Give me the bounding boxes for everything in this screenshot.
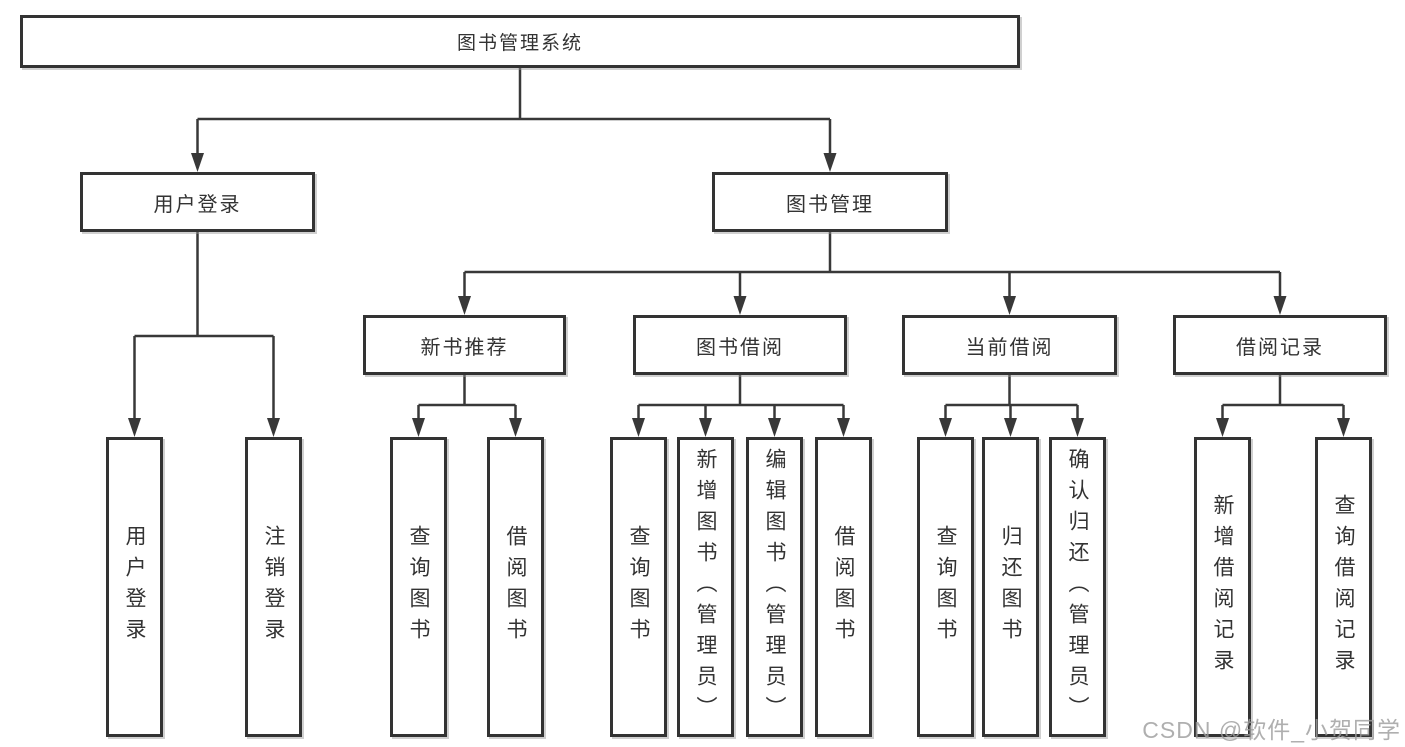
leaf-edit-book-admin: 编辑图书（管理员） — [746, 437, 803, 737]
connector-current-borrow-children — [939, 375, 1084, 437]
node-label: 借阅记录 — [1236, 336, 1324, 359]
node-library-system: 图书管理系统 — [20, 15, 1020, 68]
leaf-confirm-return-admin: 确认归还（管理员） — [1049, 437, 1106, 737]
leaf-logout: 注销登录 — [245, 437, 302, 737]
leaf-borrow-book: 借阅图书 — [815, 437, 872, 737]
node-label: 查询图书 — [934, 525, 957, 649]
node-label: 当前借阅 — [965, 336, 1054, 359]
node-label: 新书推荐 — [420, 336, 509, 359]
node-label: 新增借阅记录 — [1211, 494, 1234, 680]
leaf-query-borrow-record: 查询借阅记录 — [1315, 437, 1372, 737]
node-label: 用户登录 — [153, 193, 242, 216]
connector-book-borrow-children — [632, 375, 850, 437]
node-label: 新增图书（管理员） — [694, 447, 717, 727]
node-label: 查询图书 — [407, 525, 430, 649]
node-label: 图书管理系统 — [456, 33, 583, 54]
leaf-return-book: 归还图书 — [982, 437, 1039, 737]
node-new-book-recommendation: 新书推荐 — [363, 315, 566, 375]
node-book-borrowing: 图书借阅 — [633, 315, 847, 375]
connector-new-book-rec-children — [412, 375, 522, 437]
leaf-add-borrow-record: 新增借阅记录 — [1194, 437, 1251, 737]
node-label: 用户登录 — [123, 525, 146, 649]
leaf-query-book-rec: 查询图书 — [390, 437, 447, 737]
connector-root-to-level2 — [191, 68, 837, 172]
node-label: 编辑图书（管理员） — [763, 447, 786, 727]
leaf-user-login: 用户登录 — [106, 437, 163, 737]
node-label: 归还图书 — [999, 525, 1022, 649]
connector-book-mgmt-to-level3 — [458, 232, 1287, 315]
node-label: 注销登录 — [262, 525, 285, 649]
leaf-query-book-borrow: 查询图书 — [610, 437, 667, 737]
node-label: 借阅图书 — [832, 525, 855, 649]
leaf-borrow-book-rec: 借阅图书 — [487, 437, 544, 737]
node-label: 查询图书 — [627, 525, 650, 649]
node-book-management: 图书管理 — [712, 172, 948, 232]
node-current-borrowing: 当前借阅 — [902, 315, 1117, 375]
node-user-login: 用户登录 — [80, 172, 315, 232]
leaf-query-book-current: 查询图书 — [917, 437, 974, 737]
node-label: 图书借阅 — [696, 336, 784, 359]
node-label: 查询借阅记录 — [1332, 494, 1355, 680]
connector-borrow-records-children — [1216, 375, 1350, 437]
connector-user-login-children — [128, 232, 280, 437]
node-label: 借阅图书 — [504, 525, 527, 649]
leaf-add-book-admin: 新增图书（管理员） — [677, 437, 734, 737]
node-label: 确认归还（管理员） — [1066, 447, 1089, 727]
node-borrowing-records: 借阅记录 — [1173, 315, 1387, 375]
node-label: 图书管理 — [786, 193, 874, 216]
csdn-watermark: CSDN @软件_小贺同学 — [1142, 717, 1401, 743]
